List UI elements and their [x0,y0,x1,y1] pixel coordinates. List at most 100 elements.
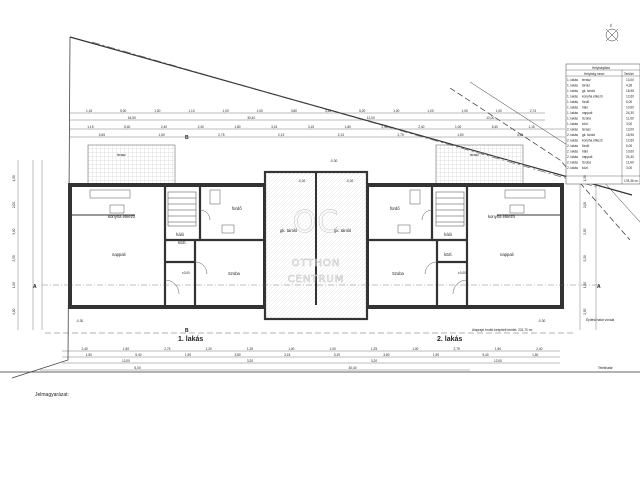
dimension-label: 2,13 [278,133,284,137]
dimension-label: 3,15 [284,353,290,357]
room-table-area: 11,60 [626,117,634,121]
level-mark-hall-2: ±0,00 [458,271,466,275]
dimension-label: 5,00 [134,366,140,370]
room-table-area: 4,36 [626,84,632,88]
kitchen-label-1: konyha étkező [108,214,136,219]
dimension-label: 1,00 [288,347,294,351]
room-table-name: Szoba [582,161,591,165]
dimension-label: 3,26 [325,109,331,113]
dimension-label: 3,20 [247,359,253,363]
level-mark-garage-2: -0,02 [346,179,353,183]
setback-note: Építési határ vonala [586,317,614,322]
section-b-top: B [185,135,189,141]
room-table-name: háló [582,150,588,154]
bedroom-label-2: háló [444,232,453,237]
dimension-label: 2,50 [583,255,587,261]
dimension-label: 1,25 [371,347,377,351]
dimension-label: 3,80 [291,109,297,113]
room-table-name: nappali [582,111,593,115]
dimension-label: 4,65 [99,133,105,137]
room-table-area: 13,00 [626,78,634,82]
dimension-label: 3,90 [12,228,16,234]
dimension-label: 2,50 [583,308,587,314]
section-a-left: A [33,284,37,290]
dimension-label: 1,50 [12,282,16,288]
watermark-logo: OC [293,205,340,240]
dimension-label: 2,40 [198,125,204,129]
dimension-label: 1,50 [583,175,587,181]
dimension-label: 2,50 [12,255,16,261]
room-table-name: konyha étkező [582,139,603,143]
room-table-name: fürdő [582,144,589,148]
dimension-label: 1,80 [234,125,240,129]
bath-label-2: fürdő [390,206,400,211]
terrace-label-2: terasz [470,153,479,157]
building [68,144,564,321]
dimension-label: 1,50 [457,133,463,137]
room-table-unit: 2. lakás [567,166,578,170]
section-a-right: A [597,284,601,290]
room-table-area: 18,96 [626,89,634,93]
dimension-label: 3,80 [383,353,389,357]
room-table-name: Szoba [582,117,591,121]
stair-1-icon [167,191,197,227]
dimension-label: 2,13 [338,133,344,137]
dimension-label: 5,40 [135,353,141,357]
dimension-label: 1,90 [185,353,191,357]
room-table-unit: 2. lakás [567,155,578,159]
dimension-label: 1,50 [495,347,501,351]
watermark-line-2: CENTRUM [288,274,345,285]
dimension-label: 30,40 [247,116,255,120]
level-mark-hall-1: ±0,00 [182,271,190,275]
dimension-label: 16,50 [128,116,136,120]
room-table-area: 3,00 [626,122,632,126]
north-label: É [610,23,612,28]
dimension-label: 2,75 [454,347,460,351]
room-table-header-name: Helyiség neve: [584,72,605,76]
room-table-unit: 2. lakás [567,139,578,143]
room-table-unit: 1. lakás [567,106,578,110]
room-table-name: közl. [582,166,589,170]
dimension-label: 3,20 [371,359,377,363]
room-table-unit: 1. lakás [567,89,578,93]
room-table-name: gk. tároló [582,133,595,137]
dimension-label: 1,15 [86,109,92,113]
dimension-label: 1,80 [345,125,351,129]
dimension-label: 2,00 [583,202,587,208]
section-markers: A A B B [33,135,601,334]
dimension-label: 12,00 [122,359,130,363]
dimension-label: 3,15 [308,125,314,129]
dimension-label: 12,00 [494,359,502,363]
watermark: OC OTTHON CENTRUM [287,205,345,286]
dimension-label: 1,50 [159,133,165,137]
dimension-label: 30,40 [349,366,357,370]
stair-2-icon [435,191,465,227]
dimension-lines [17,112,597,371]
room-table-unit: 2. lakás [567,128,578,132]
dimension-label: 5,40 [124,125,130,129]
section-b-bottom: B [185,328,189,334]
watermark-line-1: OTTHON [292,258,341,269]
dimension-label: 5,20 [359,109,365,113]
level-mark-garage-1: -0,02 [298,179,305,183]
dimension-label: 1,25 [247,347,253,351]
dimension-label: 1,50 [86,353,92,357]
room-table-name: háló [582,106,588,110]
dimension-label: 1,50 [583,282,587,288]
dimension-label: 1,00 [393,109,399,113]
dimension-label: 1,00 [462,109,468,113]
room-table-unit: 1. lakás [567,95,578,99]
room-table-name: terasz [582,128,591,132]
level-mark-right: -0,30 [538,319,545,323]
dimension-label: 2,74 [530,109,536,113]
room-table-area: 11,60 [626,161,634,165]
bath-label-1: fürdő [232,206,242,211]
room-table-unit: 2. lakás [567,144,578,148]
dimension-label: 2,40 [381,125,387,129]
room-table-area: 12,60 [626,139,634,143]
dimension-label: 2,40 [161,125,167,129]
floor-area-note: Alaprajzi bruttó beépített terület: 231,… [472,328,532,332]
hall-label-2: közl. [444,252,453,257]
dimension-label: 2,00 [12,202,16,208]
